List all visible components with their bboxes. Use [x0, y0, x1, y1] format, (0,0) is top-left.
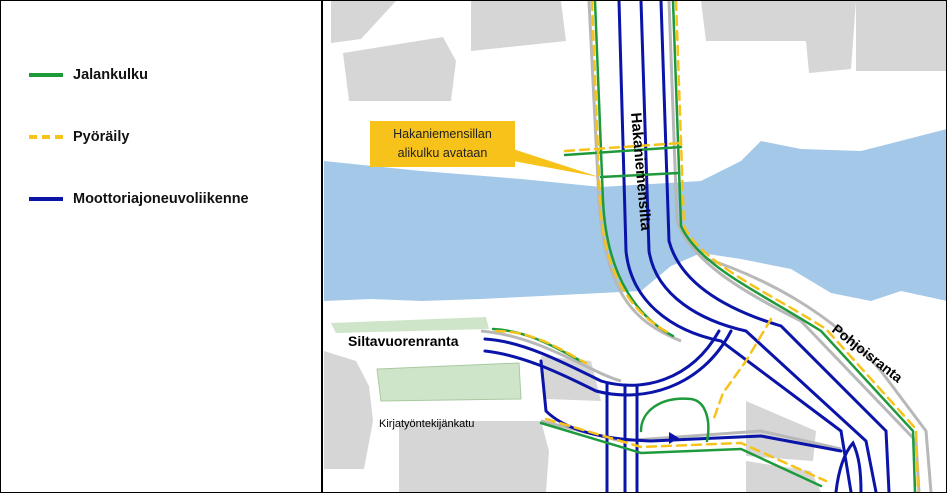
legend-label-walking: Jalankulku [73, 67, 148, 83]
building-ne [701, 1, 856, 73]
bridge-lane-2 [639, 1, 878, 492]
street-label-kirjatyontekijankatu: Kirjatyöntekijänkatu [379, 418, 474, 430]
callout-pointer [513, 149, 599, 177]
legend-item-motor-traffic: Moottoriajoneuvoliikenne [29, 187, 249, 211]
walk-underpass [599, 171, 681, 179]
cycle-kirjatyontekijankatu [544, 417, 828, 483]
callout-line-2: alikulku avataan [397, 146, 488, 160]
water-body [324, 129, 946, 301]
legend-item-walking: Jalankulku [29, 63, 148, 87]
bridge-lane-3 [659, 1, 891, 492]
building-north-center [471, 1, 566, 51]
legend-label-cycling: Pyöräily [73, 129, 130, 145]
cycle-bridge-east [674, 1, 920, 492]
siltavuorenranta-outline [480, 329, 622, 383]
building-se [746, 401, 816, 461]
building-sw [324, 351, 373, 469]
building-se-2 [746, 461, 821, 492]
building-north [343, 37, 456, 101]
walking-line-icon [29, 73, 63, 77]
legend-item-cycling: Pyöräily [29, 125, 129, 149]
pohjoisranta-outline [700, 255, 933, 492]
map-svg: Hakaniemensilta Pohjoisranta Siltavuoren… [324, 1, 946, 492]
bridge-outline-east [667, 1, 921, 492]
street-label-siltavuorenranta: Siltavuorenranta [348, 333, 459, 349]
walk-crossing-north [563, 145, 683, 157]
walk-bridge-east [671, 1, 917, 492]
siltavuorenranta-lane-2 [483, 329, 733, 397]
cycle-bridge-west [590, 1, 671, 335]
bridge-lane-1 [617, 1, 853, 492]
building-nw [331, 1, 396, 43]
legend-panel: Jalankulku Pyöräily Moottoriajoneuvoliik… [1, 1, 323, 492]
motor-traffic-line-icon [29, 197, 63, 201]
building-ne-far [856, 1, 946, 71]
cycle-siltavuorenranta [494, 329, 588, 365]
direction-arrow-icon [669, 432, 679, 444]
se-loop-lane [834, 440, 863, 492]
walk-loop [639, 397, 710, 443]
kirjatyontekijankatu-lane [539, 359, 843, 453]
park [376, 362, 522, 402]
park-strip [331, 317, 489, 333]
walk-kirjatyontekijankatu [539, 421, 823, 488]
cycling-line-icon [29, 135, 63, 139]
cycle-crossing-north [563, 141, 683, 153]
motor-traffic-lines [483, 1, 891, 492]
cycle-connector [711, 317, 773, 423]
callout-box: Hakaniemensillan alikulku avataan [370, 121, 515, 167]
legend-label-motor-traffic: Moottoriajoneuvoliikenne [73, 191, 249, 207]
cycling-lines [494, 1, 920, 492]
map-area: Hakaniemensilta Pohjoisranta Siltavuoren… [324, 1, 946, 492]
building-south [399, 421, 549, 492]
callout-line-1: Hakaniemensillan [393, 127, 492, 141]
siltavuorenranta-lane-1 [483, 329, 721, 387]
